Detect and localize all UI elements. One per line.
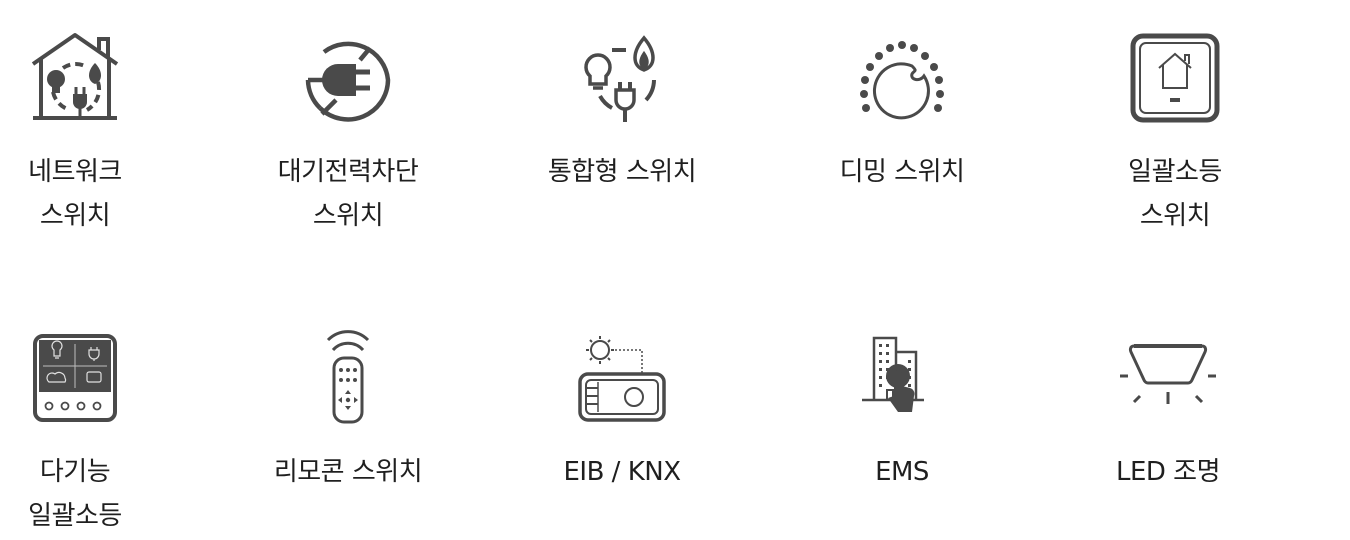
tile-label-line2: 일괄소등 (28, 501, 122, 531)
tile-label-line1: 다기능 (39, 457, 111, 487)
tile-label-line1: 일괄소등 (1128, 157, 1222, 187)
home-wall-switch-icon (1125, 30, 1225, 130)
tile-label-line2: 스위치 (1139, 201, 1211, 231)
multi-panel-icon (25, 330, 125, 430)
tile-label-line1: 리모콘 스위치 (273, 457, 423, 487)
tile-label-line2: 스위치 (39, 201, 111, 231)
tile-label-line1: LED 조명 (1115, 457, 1221, 487)
remote-control-icon (298, 328, 398, 428)
tile-label-line1: EMS (875, 457, 929, 487)
knx-module-icon (572, 330, 672, 430)
dimmer-dial-icon (852, 30, 952, 130)
plug-cutoff-icon (298, 30, 398, 130)
tile-label-line1: EIB / KNX (563, 457, 681, 487)
tile-label-line1: 네트워크 (28, 157, 122, 187)
bulb-flame-plug-icon (572, 30, 672, 130)
tile-label-line1: 대기전력차단 (277, 157, 419, 187)
tile-label-line1: 통합형 스위치 (547, 157, 697, 187)
building-touch-icon (852, 330, 952, 430)
ceiling-light-icon (1118, 330, 1218, 430)
house-energy-icon (25, 30, 125, 130)
tile-label-line2: 스위치 (312, 201, 384, 231)
tile-label-line1: 디밍 스위치 (839, 157, 965, 187)
